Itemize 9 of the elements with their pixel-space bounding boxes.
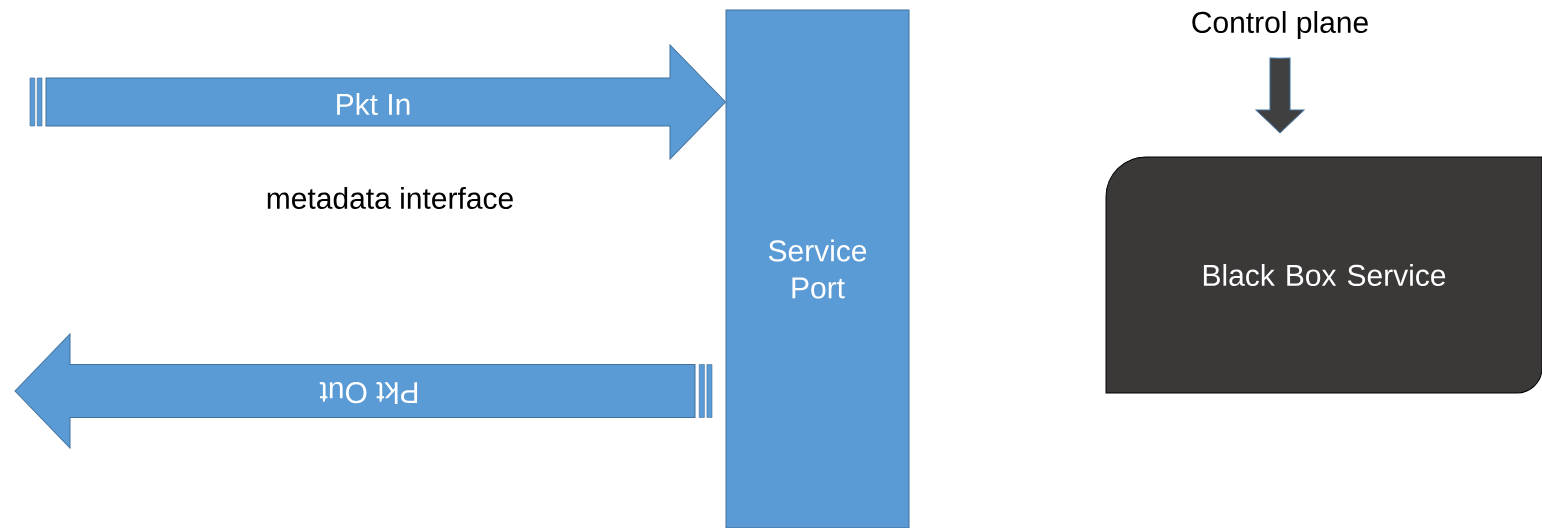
interface-label: metadata interface <box>267 187 513 209</box>
block-arrow <box>29 44 726 160</box>
plane-label: Control plane <box>1192 11 1368 39</box>
edge-label: Pkt Out <box>319 382 418 404</box>
edge-label: Pkt In <box>337 93 410 115</box>
port-box: Service Port <box>725 9 910 528</box>
block-arrow <box>14 333 713 449</box>
service-box: Black Box Service <box>1105 156 1542 394</box>
block-arrow <box>1255 57 1305 134</box>
